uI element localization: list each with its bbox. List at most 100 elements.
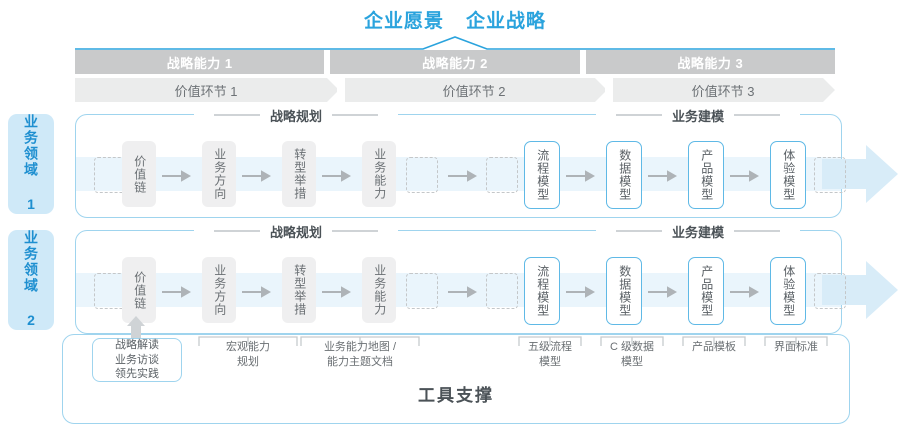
section-rule-right-icon <box>332 230 378 232</box>
top-title-group: 企业愿景 企业战略 <box>0 6 910 33</box>
bracket-capability-map-icon <box>300 336 420 346</box>
sidebar-item-domain-1: 业务领域 1 <box>8 114 54 214</box>
node-transformation-2: 转型举措 <box>282 257 316 323</box>
arrow-icon <box>322 286 352 298</box>
node-label: 业务能力 <box>372 264 387 316</box>
node-product-model-2: 产品模型 <box>688 257 724 325</box>
domain-row-1: 战略规划 业务建模 价值链 业务方向 转型举措 业务能力 流程模型 <box>75 106 898 218</box>
placeholder-node <box>486 157 518 193</box>
section-header-planning-1: 战略规划 <box>194 106 398 124</box>
section-rule-right-icon <box>734 114 780 116</box>
section-rule-left-icon <box>615 114 662 116</box>
section-label-modeling-1: 业务建模 <box>671 108 724 124</box>
node-label: 业务能力 <box>372 148 387 200</box>
section-rule-left-icon <box>213 114 260 116</box>
placeholder-node <box>406 273 438 309</box>
tool-label-capability-map: 业务能力地图 /能力主题文档 <box>323 341 397 368</box>
arrow-icon <box>730 286 760 298</box>
node-business-capability-2: 业务能力 <box>362 257 396 323</box>
node-process-model-1: 流程模型 <box>524 141 560 209</box>
arrow-icon <box>162 170 192 182</box>
bracket-macro-capability-icon <box>198 336 298 346</box>
tool-label-product-template: 产品模板 <box>692 341 736 353</box>
section-header-modeling-1: 业务建模 <box>596 106 800 124</box>
bracket-process-model-icon <box>518 336 582 346</box>
title-enterprise-strategy: 企业战略 <box>466 11 547 32</box>
node-label: 体验模型 <box>781 149 796 201</box>
domain-row-2: 战略规划 业务建模 价值链 业务方向 转型举措 业务能力 流程模型 <box>75 222 898 334</box>
strategic-capability-row: 战略能力 1 战略能力 2 战略能力 3 <box>75 50 835 74</box>
node-experience-model-2: 体验模型 <box>770 257 806 325</box>
value-chain-cell-2: 价值环节 2 <box>343 78 605 102</box>
placeholder-node <box>814 157 846 193</box>
placeholder-node <box>406 157 438 193</box>
node-business-capability-1: 业务能力 <box>362 141 396 207</box>
node-label: 数据模型 <box>617 265 632 317</box>
tool-note-strategy-box: 战略解读 业务访谈 领先实践 <box>92 338 182 382</box>
node-value-chain-1: 价值链 <box>122 141 156 207</box>
node-label: 业务方向 <box>212 264 227 316</box>
bracket-product-template-icon <box>682 336 746 346</box>
tool-label-process-model: 五级流程模型 <box>528 341 572 368</box>
node-business-direction-1: 业务方向 <box>202 141 236 207</box>
section-label-planning-1: 战略规划 <box>269 108 322 124</box>
node-label: 数据模型 <box>617 149 632 201</box>
node-data-model-2: 数据模型 <box>606 257 642 325</box>
arrow-icon <box>730 170 760 182</box>
node-data-model-1: 数据模型 <box>606 141 642 209</box>
title-enterprise-vision: 企业愿景 <box>363 11 444 32</box>
tool-to-valuechain-arrow-icon <box>127 316 145 340</box>
node-label: 产品模型 <box>699 149 714 201</box>
node-value-chain-2: 价值链 <box>122 257 156 323</box>
arrow-icon <box>448 286 478 298</box>
bracket-data-model-icon <box>600 336 664 346</box>
tool-label-data-model: C 级数据模型 <box>610 341 654 368</box>
note-line-3: 领先实践 <box>115 368 159 381</box>
arrow-icon <box>162 286 192 298</box>
arrow-icon <box>322 170 352 182</box>
node-label: 转型举措 <box>292 148 307 200</box>
section-rule-right-icon <box>332 114 378 116</box>
section-rule-right-icon <box>734 230 780 232</box>
vision-strategy-connector-icon <box>75 36 835 50</box>
section-label-modeling-2: 业务建模 <box>671 224 724 240</box>
arrow-icon <box>648 170 678 182</box>
node-label: 产品模型 <box>699 265 714 317</box>
sidebar-label-domain-1: 业务领域 1 <box>23 114 40 214</box>
node-transformation-1: 转型举措 <box>282 141 316 207</box>
sidebar-item-domain-2: 业务领域 2 <box>8 230 54 330</box>
node-label: 价值链 <box>132 270 147 310</box>
section-rule-left-icon <box>615 230 662 232</box>
node-label: 价值链 <box>132 154 147 194</box>
node-experience-model-1: 体验模型 <box>770 141 806 209</box>
value-chain-arrow-tip-icon <box>817 78 835 102</box>
flow-arrow-right-1-icon <box>822 145 898 203</box>
value-chain-row: 价值环节 1 价值环节 2 价值环节 3 <box>75 78 835 102</box>
node-label: 流程模型 <box>535 149 550 201</box>
value-chain-chevron-2-icon <box>595 78 613 102</box>
section-label-planning-2: 战略规划 <box>269 224 322 240</box>
node-product-model-1: 产品模型 <box>688 141 724 209</box>
value-chain-cell-3: 价值环节 3 <box>611 78 835 102</box>
tool-support-title: 工具支撑 <box>418 386 494 405</box>
value-chain-cell-1: 价值环节 1 <box>75 78 337 102</box>
section-header-planning-2: 战略规划 <box>194 222 398 240</box>
note-line-2: 业务访谈 <box>115 353 159 366</box>
section-rule-left-icon <box>213 230 260 232</box>
placeholder-node <box>486 273 518 309</box>
node-label: 业务方向 <box>212 148 227 200</box>
arrow-icon <box>648 286 678 298</box>
placeholder-node <box>814 273 846 309</box>
tool-support-container: 工具支撑 <box>62 334 850 424</box>
arrow-icon <box>566 170 596 182</box>
capability-cell-3: 战略能力 3 <box>585 50 835 74</box>
arrow-icon <box>448 170 478 182</box>
tool-label-macro-capability: 宏观能力规划 <box>226 341 270 368</box>
value-chain-chevron-1-icon <box>327 78 345 102</box>
node-label: 转型举措 <box>292 264 307 316</box>
node-label: 流程模型 <box>535 265 550 317</box>
tool-label-ui-standard: 界面标准 <box>774 341 818 353</box>
node-process-model-2: 流程模型 <box>524 257 560 325</box>
note-line-1: 战略解读 <box>115 338 159 351</box>
